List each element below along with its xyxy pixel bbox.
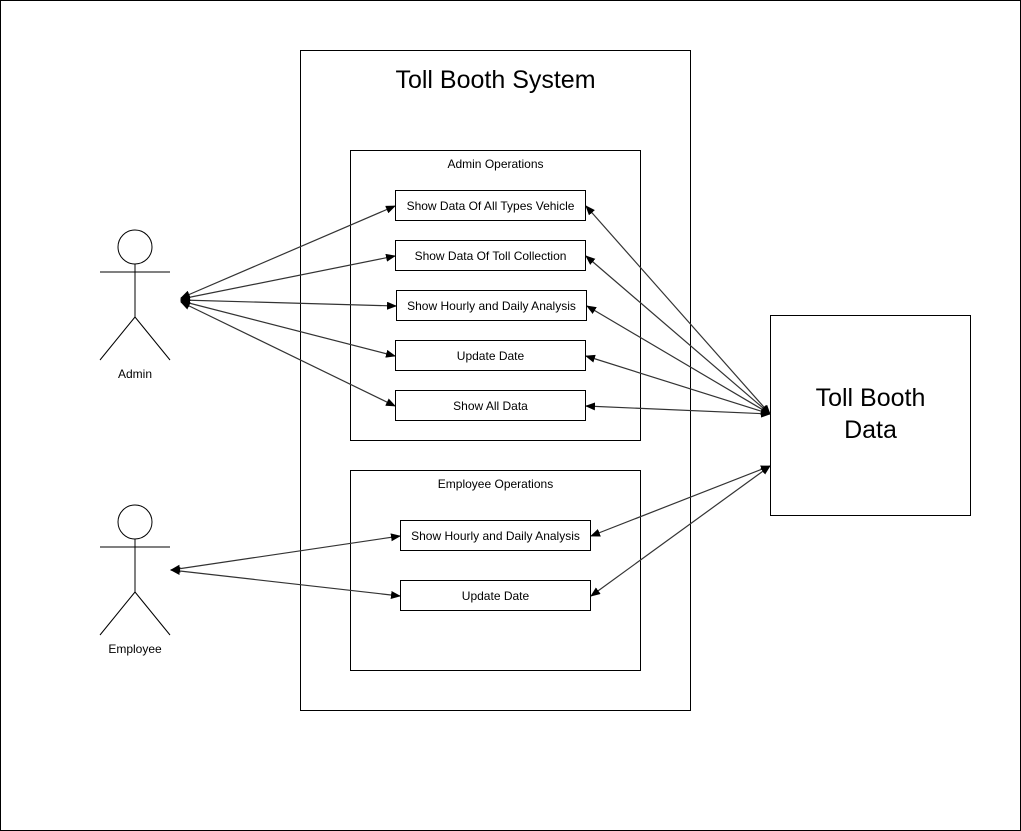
- employee-actor-label: Employee: [108, 642, 162, 656]
- employee-to-analysis-arrow: [170, 533, 401, 573]
- toll-booth-data-line1: Toll Booth: [815, 384, 926, 412]
- employee-analysis-to-store-arrow: [590, 465, 771, 537]
- usecase-admin-update-date[interactable]: Update Date: [395, 340, 586, 371]
- usecase-admin-hourly-daily-analysis[interactable]: Show Hourly and Daily Analysis: [396, 290, 587, 321]
- employee-update-to-store-arrow: [590, 465, 771, 597]
- admin-operations-title: Admin Operations: [447, 157, 544, 171]
- analysis-to-store-arrow: [586, 305, 771, 415]
- usecase-employee-hourly-daily-analysis[interactable]: Show Hourly and Daily Analysis: [400, 520, 591, 551]
- system-title: Toll Booth System: [395, 66, 596, 94]
- admin-actor-label: Admin: [117, 367, 152, 381]
- usecase-show-vehicle-data[interactable]: Show Data Of All Types Vehicle: [395, 190, 586, 221]
- vehicle-data-to-store-arrow: [585, 205, 771, 415]
- toll-collection-to-store-arrow: [585, 255, 771, 415]
- employee-actor-icon: [99, 504, 171, 636]
- toll-booth-data-line2: Data: [844, 416, 897, 444]
- employee-operations-title: Employee Operations: [437, 477, 554, 491]
- usecase-show-all-data[interactable]: Show All Data: [395, 390, 586, 421]
- admin-actor-icon: [99, 229, 171, 361]
- usecase-show-toll-collection[interactable]: Show Data Of Toll Collection: [395, 240, 586, 271]
- admin-to-update-date-arrow: [180, 299, 396, 358]
- update-date-to-store-arrow: [585, 354, 771, 416]
- admin-to-analysis-arrow: [180, 296, 397, 310]
- show-all-to-store-arrow: [585, 402, 771, 418]
- admin-to-toll-collection-arrow: [180, 253, 396, 302]
- employee-to-update-date-arrow: [170, 567, 401, 599]
- toll-booth-data-store[interactable]: [770, 315, 971, 516]
- admin-to-show-all-arrow: [180, 301, 396, 407]
- admin-to-vehicle-data-arrow: [180, 205, 396, 299]
